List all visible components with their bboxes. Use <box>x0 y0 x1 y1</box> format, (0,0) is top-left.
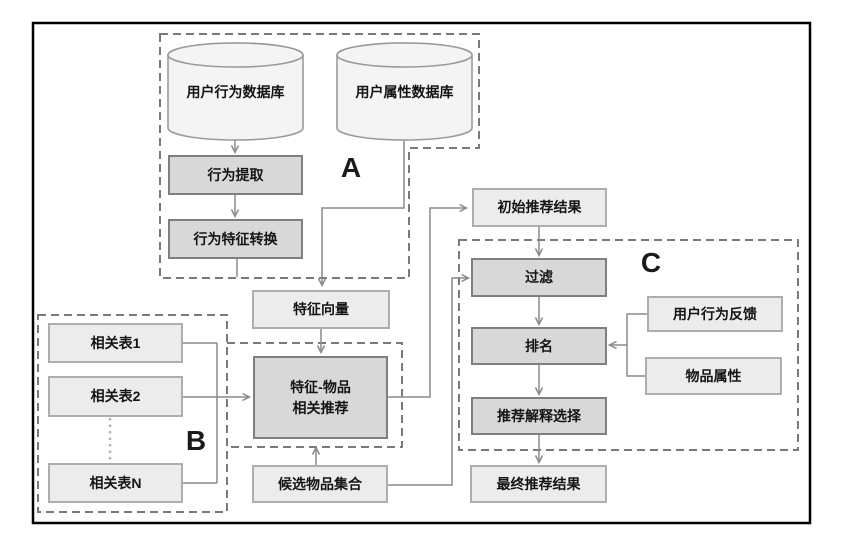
node-candidate-item-set: 候选物品集合 <box>252 465 388 503</box>
node-related-table-1: 相关表1 <box>48 323 183 363</box>
node-related-table-2: 相关表2 <box>48 376 183 417</box>
connectors <box>183 140 647 486</box>
section-label-c: C <box>640 247 662 278</box>
edge-featureitem-initialresult <box>388 203 469 398</box>
node-initial-rec-result: 初始推荐结果 <box>472 188 607 227</box>
node-related-table-n: 相关表N <box>48 463 183 503</box>
database-cylinders <box>167 42 473 141</box>
node-user-behavior-feedback: 用户行为反馈 <box>647 296 783 332</box>
node-feature-vector: 特征向量 <box>252 290 390 329</box>
node-behavior-extract: 行为提取 <box>168 155 303 195</box>
section-label-a: A <box>340 152 362 183</box>
edge-candidate-filter <box>388 273 471 486</box>
edge-attrdb-featurevector <box>317 140 405 288</box>
group-c-dashed-box <box>458 239 799 451</box>
user-behavior-db-cylinder-top <box>167 42 304 68</box>
node-filter: 过滤 <box>471 258 607 297</box>
user-attr-db-cylinder-top <box>336 42 473 68</box>
node-behavior-feature-convert: 行为特征转换 <box>168 219 303 259</box>
node-feature-item-rec: 特征-物品 相关推荐 <box>253 356 388 439</box>
node-user-behavior-db: 用户行为数据库 <box>186 83 285 100</box>
section-label-b: B <box>185 425 207 456</box>
node-item-attribute: 物品属性 <box>645 357 782 395</box>
group-a-dashed-box <box>159 33 480 279</box>
node-ranking: 排名 <box>471 327 607 365</box>
node-rec-explain-select: 推荐解释选择 <box>471 397 607 435</box>
node-final-rec-result: 最终推荐结果 <box>470 465 607 503</box>
node-user-attr-db: 用户属性数据库 <box>355 83 454 100</box>
